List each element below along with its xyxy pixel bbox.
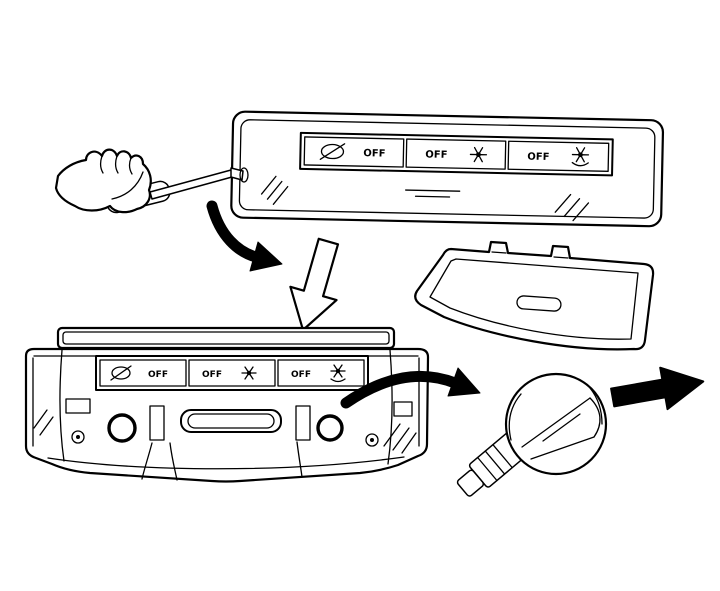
bulb-filament-wedge (521, 397, 601, 460)
map-lamp-right-icon (571, 146, 590, 167)
bottom-console: OFF OFF OFF (24, 326, 430, 483)
bulb-base (456, 432, 528, 497)
bulb-socket-left (107, 413, 137, 443)
dome-lamp-off-icon (319, 143, 346, 160)
dome-lamp-off-icon (110, 365, 132, 381)
wing-seams (59, 349, 393, 465)
glass-inner-arc-right (589, 387, 603, 425)
top-console-outline (230, 110, 665, 228)
bottom-console-switch-row: OFF OFF OFF (95, 355, 369, 391)
top-switch-2-off-label: OFF (425, 149, 447, 160)
bulb-socket-right (316, 414, 344, 442)
top-switch-1-off-label: OFF (363, 148, 385, 159)
top-console: OFF OFF OFF (230, 110, 665, 228)
switch-row-frame (299, 131, 614, 177)
lens-slot (516, 295, 562, 312)
hatch-marks-right (383, 423, 417, 454)
top-switch-1 (303, 136, 405, 168)
center-slot (180, 409, 282, 433)
top-switch-3 (507, 140, 610, 172)
console-top-lip (56, 326, 396, 350)
lens-removal-arrow (289, 237, 340, 332)
center-slot-inner (187, 413, 275, 429)
lens-clip-lines (491, 251, 569, 259)
bottom-switch-3-off-label: OFF (291, 370, 311, 380)
map-lamp-left-icon (469, 146, 488, 163)
bulb-pull-arrowhead (447, 367, 481, 397)
glass-inner-arc-left (508, 393, 522, 441)
top-switch-3-off-label: OFF (527, 152, 549, 163)
console-body-outline (24, 347, 430, 483)
bottom-switch-2-off-label: OFF (202, 370, 222, 380)
end-detail-right (393, 401, 413, 417)
hatch-marks-left (33, 409, 54, 436)
bottom-switch-3 (277, 359, 365, 387)
bulb-pull-arrow (340, 367, 481, 409)
hatch-marks-right (554, 193, 590, 222)
console-top-lip-inner (62, 331, 390, 345)
console-interior (33, 398, 417, 481)
map-lamp-left-icon (241, 366, 257, 380)
bulb-remove-arrow (610, 366, 705, 411)
bulb-base-tip (456, 469, 485, 497)
pry-arrowhead (249, 241, 283, 272)
wedge-base-bulb (456, 372, 608, 497)
top-switch-2 (405, 138, 507, 170)
screw-right (365, 433, 379, 447)
screw-left (71, 430, 85, 444)
bottom-switch-1-off-label: OFF (148, 370, 168, 380)
top-console-inner-outline (238, 119, 656, 219)
map-lamp-right-icon (330, 364, 346, 383)
pry-direction-arrow (206, 200, 283, 272)
bracket-left (149, 405, 165, 441)
wire-seams (141, 441, 303, 481)
hand-fist (54, 148, 152, 214)
end-detail-left (65, 398, 91, 414)
switch-row-frame (95, 355, 369, 391)
bulb-glass (504, 372, 608, 476)
finger-lines (99, 155, 133, 175)
bracket-right (295, 405, 311, 441)
lens-inner-outline (429, 258, 639, 340)
face-detail-lines (405, 189, 461, 198)
bottom-switch-1 (99, 359, 187, 387)
thumb-line (111, 171, 144, 200)
bottom-switch-2 (188, 359, 276, 387)
hatch-marks-left (260, 175, 289, 205)
top-console-switch-row: OFF OFF OFF (299, 131, 614, 177)
pry-point (239, 167, 249, 183)
lens-cover (414, 240, 655, 351)
lens-outline (414, 240, 655, 351)
hand-with-screwdriver (54, 148, 249, 214)
